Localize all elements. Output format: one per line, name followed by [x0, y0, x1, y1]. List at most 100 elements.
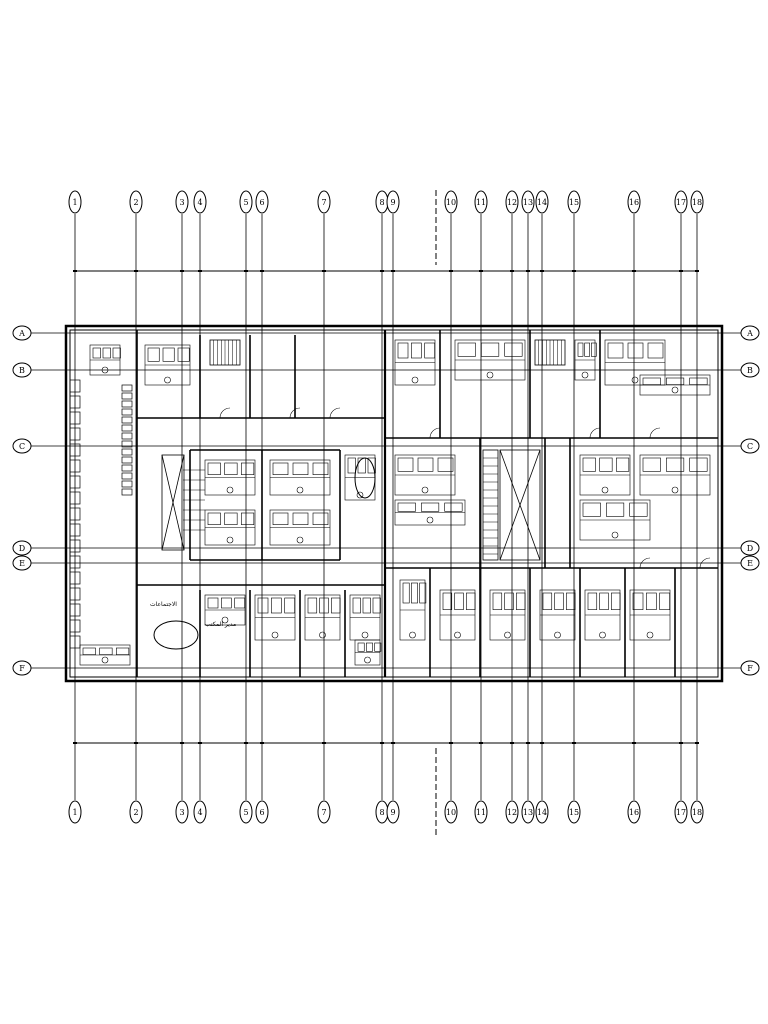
grid-label-col-12: 12 [507, 808, 517, 817]
grid-bubble-col-14-bottom [535, 800, 549, 824]
grid-label-col-6: 6 [259, 808, 264, 817]
room-label-meeting: الاجتماعات [150, 601, 177, 608]
grid-label-col-11: 11 [476, 808, 486, 817]
grid-label-col-9: 9 [390, 808, 395, 817]
grid-bubble-row-F-left [12, 660, 32, 676]
grid-label-col-7: 7 [321, 198, 326, 207]
grid-label-col-17: 17 [676, 808, 686, 817]
grid-label-col-4: 4 [197, 198, 202, 207]
grid-bubble-col-6-bottom [255, 800, 269, 824]
grid-label-col-8: 8 [379, 198, 384, 207]
grid-bubble-row-D-right [740, 540, 760, 556]
grid-label-col-13: 13 [523, 808, 533, 817]
grid-bubble-col-5-top [239, 190, 253, 214]
grid-bubble-col-15-top [567, 190, 581, 214]
grid-bubble-row-C-left [12, 438, 32, 454]
grid-bubble-col-4-bottom [193, 800, 207, 824]
grid-label-col-8: 8 [379, 808, 384, 817]
grid-bubble-col-3-top [175, 190, 189, 214]
grid-bubble-col-7-bottom [317, 800, 331, 824]
grid-label-col-12: 12 [507, 198, 517, 207]
grid-bubble-col-11-bottom [474, 800, 488, 824]
grid-bubble-col-13-top [521, 190, 535, 214]
grid-label-row-A: A [746, 329, 753, 338]
grid-label-row-D: D [19, 544, 25, 553]
grid-label-col-16: 16 [629, 808, 639, 817]
grid-bubble-col-1-top [68, 190, 82, 214]
grid-bubble-col-10-bottom [444, 800, 458, 824]
grid-label-col-5: 5 [243, 808, 248, 817]
grid-label-row-D: D [747, 544, 753, 553]
grid-bubble-col-7-top [317, 190, 331, 214]
grid-bubble-row-A-right [740, 325, 760, 341]
grid-label-col-13: 13 [523, 198, 533, 207]
grid-label-col-11: 11 [476, 198, 486, 207]
dimension-ticks [73, 270, 699, 744]
grid-bubble-col-9-top [386, 190, 400, 214]
grid-label-col-7: 7 [321, 808, 326, 817]
grid-bubble-col-16-top [627, 190, 641, 214]
grid-bubble-col-12-top [505, 190, 519, 214]
grid-bubble-col-18-bottom [690, 800, 704, 824]
grid-label-col-1: 1 [72, 808, 77, 817]
grid-bubble-col-2-bottom [129, 800, 143, 824]
grid-label-col-15: 15 [569, 198, 579, 207]
grid-label-row-E: E [747, 559, 753, 568]
stair-cores [161, 339, 566, 561]
stair-treads [183, 340, 562, 555]
building-inner-wall [69, 329, 719, 678]
grid-bubble-col-10-top [444, 190, 458, 214]
grid-bubble-col-1-bottom [68, 800, 82, 824]
grid-label-col-1: 1 [72, 198, 77, 207]
grid-bubble-row-E-left [12, 555, 32, 571]
grid-bubble-row-F-right [740, 660, 760, 676]
grid-bubble-row-A-left [12, 325, 32, 341]
grid-bubble-col-2-top [129, 190, 143, 214]
grid-bubble-row-D-left [12, 540, 32, 556]
grid-label-col-17: 17 [676, 198, 686, 207]
grid-bubble-col-12-bottom [505, 800, 519, 824]
cabinet-row [69, 379, 133, 649]
grid-bubble-col-9-bottom [386, 800, 400, 824]
room-label-manager: مدير المكتب [205, 621, 236, 628]
grid-label-col-10: 10 [446, 808, 456, 817]
grid-bubble-col-5-bottom [239, 800, 253, 824]
row-grid-lines [30, 332, 745, 669]
grid-label-col-15: 15 [569, 808, 579, 817]
meeting-table [153, 620, 199, 650]
grid-label-row-F: F [19, 664, 25, 673]
grid-label-row-E: E [19, 559, 25, 568]
grid-label-row-C: C [19, 442, 25, 451]
grid-bubble-col-15-bottom [567, 800, 581, 824]
column-grid-bubbles: 1122334455667788991010111112121313141415… [68, 190, 704, 824]
grid-bubble-row-B-right [740, 362, 760, 378]
grid-label-col-3: 3 [179, 808, 184, 817]
grid-bubble-col-13-bottom [521, 800, 535, 824]
grid-label-row-B: B [19, 366, 25, 375]
grid-bubble-col-3-bottom [175, 800, 189, 824]
grid-bubble-col-11-top [474, 190, 488, 214]
grid-label-row-B: B [747, 366, 753, 375]
grid-label-col-14: 14 [537, 198, 547, 207]
interior-walls [136, 330, 718, 677]
grid-label-row-C: C [747, 442, 753, 451]
grid-bubble-row-C-right [740, 438, 760, 454]
grid-label-col-3: 3 [179, 198, 184, 207]
grid-bubble-col-14-top [535, 190, 549, 214]
building-outline [64, 324, 724, 683]
grid-bubble-col-16-bottom [627, 800, 641, 824]
grid-label-col-2: 2 [133, 808, 138, 817]
grid-bubble-col-17-bottom [674, 800, 688, 824]
grid-bubble-col-17-top [674, 190, 688, 214]
grid-label-row-F: F [747, 664, 753, 673]
grid-label-row-A: A [18, 329, 25, 338]
grid-label-col-6: 6 [259, 198, 264, 207]
grid-label-col-9: 9 [390, 198, 395, 207]
grid-bubble-col-4-top [193, 190, 207, 214]
grid-bubble-row-E-right [740, 555, 760, 571]
grid-label-col-2: 2 [133, 198, 138, 207]
grid-label-col-18: 18 [692, 198, 702, 207]
grid-bubble-col-6-top [255, 190, 269, 214]
